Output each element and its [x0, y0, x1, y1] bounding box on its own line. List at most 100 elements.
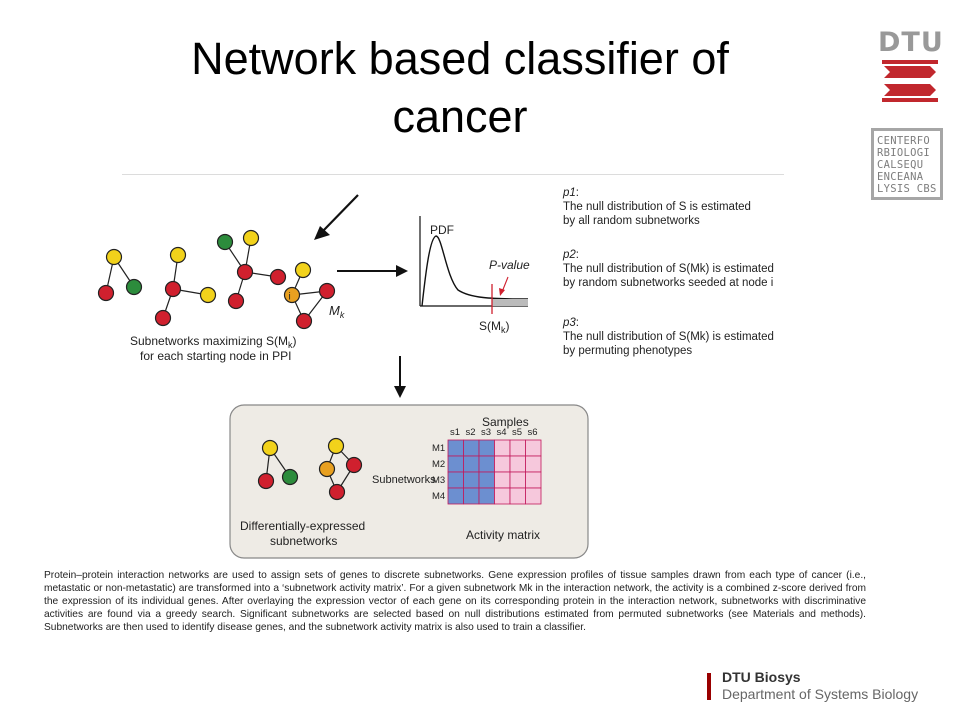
dtu-logo-text: DTU — [878, 27, 944, 58]
network-3 — [216, 229, 287, 310]
matrix-cell — [494, 487, 511, 505]
cbs-logo: CENTERFO RBIOLOGI CALSEQU ENCEANA LYSIS … — [871, 128, 943, 200]
network-node — [236, 263, 254, 281]
network-node — [216, 233, 234, 251]
p1-line: The null distribution of S is estimated — [563, 201, 751, 213]
p2-line: The null distribution of S(Mk) is estima… — [563, 263, 774, 275]
p2-block: p2: The null distribution of S(Mk) is es… — [563, 248, 823, 290]
mk-label: Mk — [329, 303, 345, 320]
p1-heading: p1: — [563, 187, 579, 199]
matrix-cell — [447, 439, 464, 457]
network-node — [257, 472, 275, 490]
p2-heading: p2: — [563, 249, 579, 261]
pvalue-label: P-value — [489, 258, 530, 272]
cbs-logo-line: CENTERFO — [877, 135, 930, 147]
matrix-row-label: M3 — [432, 475, 445, 486]
matrix-cell — [525, 455, 542, 473]
network-node — [294, 261, 312, 279]
matrix-cell — [494, 439, 511, 457]
pdf-plot — [419, 216, 529, 314]
network-node — [227, 292, 245, 310]
p2-line: by random subnetworks seeded at node i — [563, 277, 774, 289]
matrix-cell — [494, 455, 511, 473]
matrix-cell — [463, 439, 480, 457]
activity-label: Activity matrix — [466, 528, 540, 542]
matrix-cell — [447, 455, 464, 473]
footer-department: Department of Systems Biology — [722, 686, 919, 702]
pvalue-area — [492, 299, 528, 306]
smk-label: S(Mk) — [479, 319, 510, 335]
network-node — [281, 468, 299, 486]
node-i-label: i — [289, 292, 291, 303]
network-node — [327, 437, 345, 455]
network-2 — [154, 246, 217, 327]
matrix-cell — [463, 487, 480, 505]
slide-title: Network based classifier of cancer — [191, 33, 729, 142]
p3-block: p3: The null distribution of S(Mk) is es… — [563, 316, 823, 358]
subnetworks-label: Subnetworks — [372, 474, 436, 486]
matrix-cell — [463, 455, 480, 473]
samples-label: Samples — [482, 415, 529, 429]
matrix-col-label: s5 — [512, 427, 522, 438]
matrix-col-label: s4 — [497, 427, 507, 438]
network-node-i — [283, 286, 301, 304]
figure-diagram: i Mk Subnetworks maximizing S(Mk) for ea… — [97, 194, 589, 559]
dtu-logo: DTU — [878, 27, 944, 109]
matrix-cell — [478, 487, 495, 505]
arrow-down-icon — [394, 356, 406, 398]
pdf-label: PDF — [430, 223, 454, 237]
arrow-diagonal-icon — [314, 194, 359, 240]
network-node — [169, 246, 187, 264]
diff-network-1 — [257, 439, 299, 490]
network-node — [261, 439, 279, 457]
matrix-col-label: s2 — [466, 427, 476, 438]
matrix-cell — [478, 439, 495, 457]
network-node — [328, 483, 346, 501]
matrix-col-label: s6 — [528, 427, 538, 438]
network-node — [154, 309, 172, 327]
network-node — [295, 312, 313, 330]
matrix-row-label: M1 — [432, 443, 445, 454]
matrix-cell — [447, 471, 464, 489]
matrix-row-label: M2 — [432, 459, 445, 470]
pdf-curve — [421, 235, 529, 307]
footer-accent-bar — [707, 673, 711, 700]
network-node — [164, 280, 182, 298]
network-node — [125, 278, 143, 296]
p3-line: by permuting phenotypes — [563, 345, 693, 357]
network-node — [97, 284, 115, 302]
matrix-cell — [463, 471, 480, 489]
network-node — [269, 268, 287, 286]
network-4 — [283, 261, 336, 330]
network-node — [345, 456, 363, 474]
p3-line: The null distribution of S(Mk) is estima… — [563, 331, 774, 343]
network-1 — [97, 248, 143, 302]
footer-unit: DTU Biosys — [722, 669, 801, 685]
matrix-cell — [525, 487, 542, 505]
matrix-cell — [525, 439, 542, 457]
subnet-caption-line1: Subnetworks maximizing S(Mk) — [130, 334, 297, 350]
p1-line: by all random subnetworks — [563, 215, 700, 227]
arrow-right-icon — [337, 265, 408, 277]
cbs-logo-line: RBIOLOGI — [877, 147, 930, 159]
diff-network-2 — [318, 437, 363, 501]
cbs-logo-line: LYSIS CBS — [877, 183, 937, 195]
network-node — [105, 248, 123, 266]
matrix-cell — [447, 487, 464, 505]
matrix-col-label: s1 — [450, 427, 460, 438]
network-node — [199, 286, 217, 304]
matrix-row-label: M4 — [432, 491, 445, 502]
p1-block: p1: The null distribution of S is estima… — [563, 186, 823, 228]
subnet-caption-line2: for each starting node in PPI — [140, 349, 291, 363]
matrix-col-label: s3 — [481, 427, 491, 438]
matrix-cell — [478, 455, 495, 473]
title-divider — [122, 174, 784, 175]
figure-caption: Protein–protein interaction networks are… — [44, 570, 866, 633]
matrix-cell — [509, 439, 526, 457]
matrix-cell — [525, 471, 542, 489]
network-node — [318, 282, 336, 300]
p3-heading: p3: — [563, 317, 579, 329]
matrix-cell — [494, 471, 511, 489]
dtu-logo-mark — [882, 60, 938, 102]
